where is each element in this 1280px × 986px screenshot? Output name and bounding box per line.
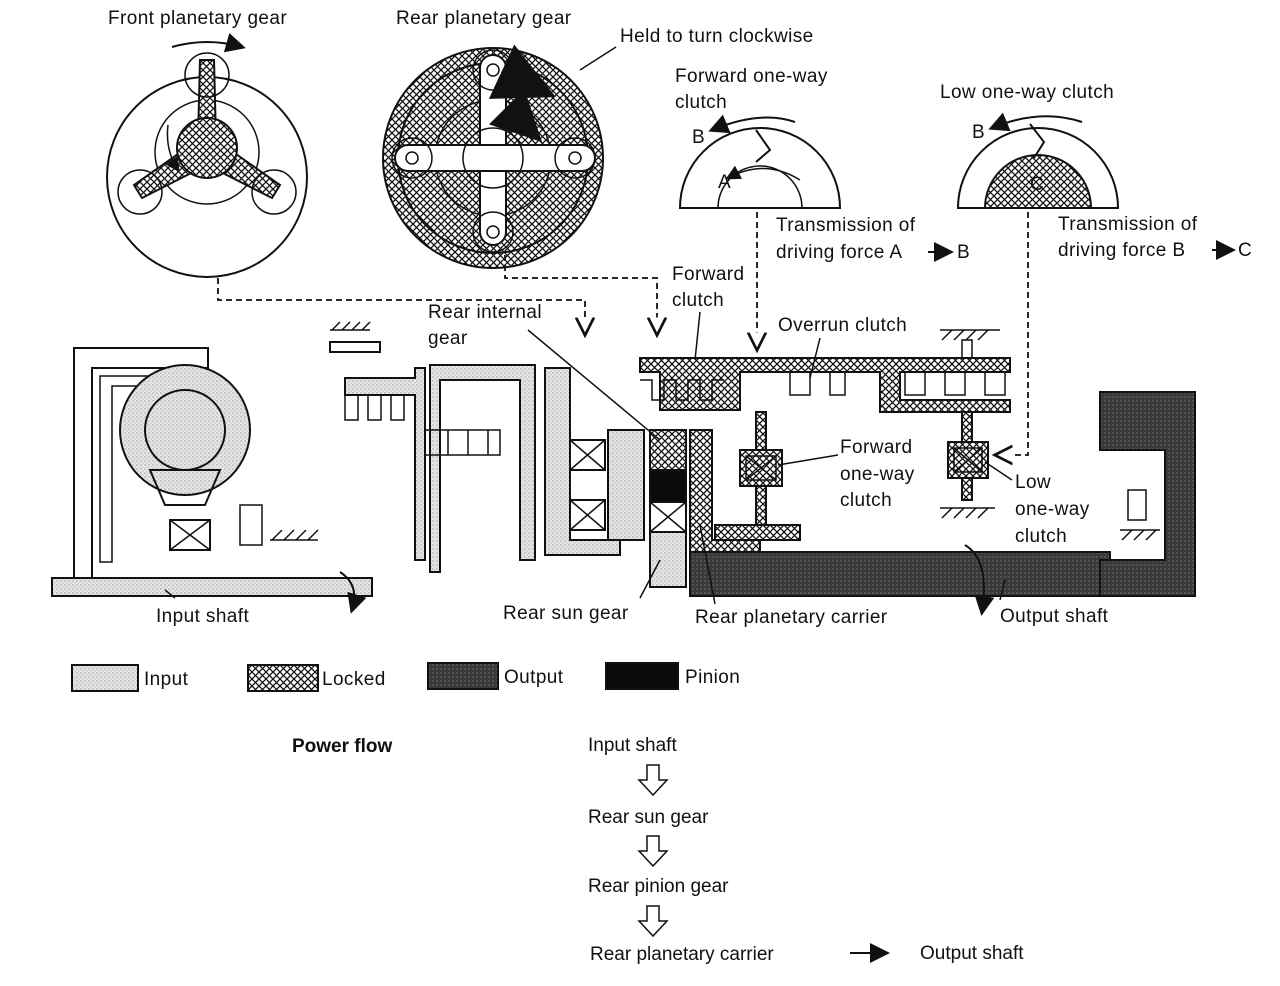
label-rear-sun-gear: Rear sun gear (503, 603, 629, 624)
label-transmission-bc-target: C (1238, 240, 1252, 261)
dashed-connectors (217, 212, 1029, 455)
legend-swatch-output (427, 662, 499, 690)
input-shaft-rotation-arrow (339, 571, 367, 614)
label-low-owc-1: Low (1015, 472, 1051, 493)
torque-converter (73, 347, 319, 581)
label-overrun-clutch: Overrun clutch (778, 315, 907, 336)
label-forward-owc-2: one-way (840, 464, 915, 485)
label-transmission-bc-1: Transmission of (1058, 214, 1198, 235)
low-one-way-clutch-detail (956, 112, 1120, 209)
label-input-shaft: Input shaft (156, 606, 249, 627)
label-forward-clutch-1: Forward (672, 264, 744, 285)
label-forward-owc-title-1: Forward one-way (675, 66, 828, 87)
label-low-owc-title: Low one-way clutch (940, 82, 1114, 103)
power-flow-step-2: Rear sun gear (588, 807, 709, 828)
legend-swatch-locked (247, 664, 319, 692)
label-low-c: C (1030, 174, 1044, 195)
output-shaft-assembly (689, 391, 1196, 616)
label-forward-clutch-2: clutch (672, 290, 724, 311)
down-arrow-icon (637, 905, 669, 938)
label-output-shaft: Output shaft (1000, 606, 1109, 627)
legend-label-locked: Locked (322, 669, 386, 690)
front-planetary-gear (106, 32, 308, 278)
legend: Input Locked Output Pinion (71, 662, 740, 692)
power-flow: Power flow Input shaft Rear sun gear Rea… (292, 735, 1024, 965)
forward-one-way-clutch-detail (678, 114, 842, 209)
label-transmission-ab-2: driving force A (776, 242, 902, 263)
power-flow-title: Power flow (292, 736, 393, 757)
legend-label-input: Input (144, 669, 189, 690)
front-clutch-drum (329, 321, 536, 573)
legend-label-pinion: Pinion (685, 667, 740, 688)
label-transmission-ab-1: Transmission of (776, 215, 916, 236)
label-low-owc-3: clutch (1015, 526, 1067, 547)
label-front-planetary-gear: Front planetary gear (108, 8, 287, 29)
legend-label-output: Output (504, 667, 564, 688)
label-rear-internal-gear-1: Rear internal (428, 302, 542, 323)
label-low-owc-2: one-way (1015, 499, 1090, 520)
down-arrow-icon (637, 835, 669, 868)
label-rear-planetary-gear: Rear planetary gear (396, 8, 572, 29)
label-held-clockwise: Held to turn clockwise (620, 26, 814, 47)
legend-swatch-pinion (605, 662, 679, 690)
legend-swatch-input (71, 664, 139, 692)
power-flow-final: Output shaft (920, 943, 1024, 964)
label-rear-internal-gear-2: gear (428, 328, 468, 349)
clutch-packs (639, 329, 1011, 541)
label-transmission-ab-target: B (957, 242, 970, 263)
rear-planetary-section (544, 367, 761, 588)
power-flow-step-1: Input shaft (588, 735, 677, 756)
label-rear-planetary-carrier: Rear planetary carrier (695, 607, 888, 628)
label-forward-owc-title-2: clutch (675, 92, 727, 113)
label-transmission-bc-2: driving force B (1058, 240, 1185, 261)
power-flow-step-4: Rear planetary carrier (590, 944, 774, 965)
label-forward-owc-3: clutch (840, 490, 892, 511)
label-forward-owc-1: Forward (840, 437, 912, 458)
power-flow-step-3: Rear pinion gear (588, 876, 729, 897)
label-low-b: B (972, 122, 985, 143)
rear-planetary-gear (382, 44, 617, 269)
input-shaft-body (51, 577, 373, 597)
label-fwd-a: A (718, 172, 731, 193)
down-arrow-icon (637, 764, 669, 797)
label-fwd-b: B (692, 127, 705, 148)
leader-lines (164, 311, 1013, 605)
